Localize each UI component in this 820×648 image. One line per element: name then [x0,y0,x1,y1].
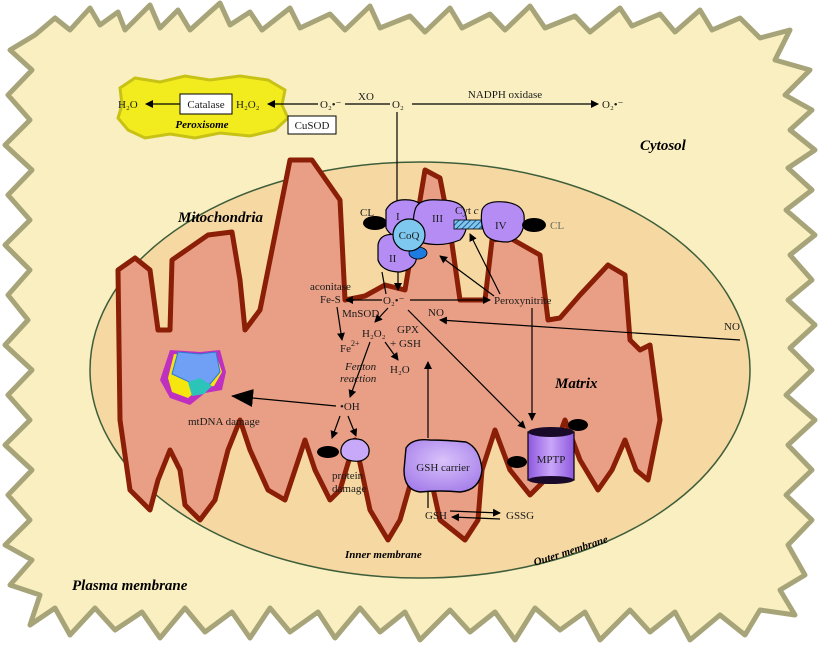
electron-transport-chain: CL I II III CoQ Cyt c IV CL [360,199,564,273]
protein-black [317,446,339,458]
cytosol-superoxide-right: O₂•⁻ [602,99,624,111]
mitochondrion: Mitochondria Matrix Inner membrane Outer… [89,157,751,579]
fe2-label: Fe2+ [340,339,360,355]
matrix-reactions: O₂•⁻ aconitase Fe-S MnSOD Fe2+ Fenton re… [160,233,741,522]
gsh-label: GSH [425,510,447,522]
cusod-box [287,115,337,135]
mitochondria-title: Mitochondria [177,210,264,226]
oh-radical-label: •OH [340,401,360,413]
matrix-title: Matrix [554,376,598,392]
complex-iv-label: IV [495,220,507,232]
cusod-label: CuSOD [295,120,330,132]
no-influx-arrow [439,316,741,341]
peroxynitrite-to-heme-arrow [439,255,495,297]
gssg-to-gsh-arrow [451,513,501,522]
peroxisome-title: Peroxisome [175,119,228,131]
matrix-h2o: H₂O [390,364,410,376]
aconitase-label: aconitase [310,281,351,293]
oh-to-protein-arrow-2 [347,415,358,437]
mptp-ligand-left [507,456,527,468]
complex-iv-shape [480,201,525,243]
protein-purple [340,438,370,462]
inner-membrane-cristae [115,157,663,543]
coq-shape [392,218,426,252]
gsh-carrier-label: GSH carrier [416,462,470,474]
cytosol-o2-label: O₂ [392,99,404,111]
fenton-label-2: reaction [340,373,377,385]
fe2-text: Fe [340,343,351,355]
complex-i-label: I [396,211,400,223]
matrix-h2o2: H₂O₂ [362,328,386,340]
cl-left-label: CL [360,207,374,219]
h2o2-to-oh-arrow [348,341,371,398]
catalase-label: Catalase [187,99,224,111]
mptp-top [528,427,574,437]
mnsod-label: MnSOD [342,308,379,320]
fes-label: Fe-S [320,294,341,306]
mtdna-damage-label: mtDNA damage [188,416,260,428]
cyt-c-label: Cyt c [455,205,479,217]
plasma-membrane-title: Plasma membrane [72,578,188,594]
coq-label: CoQ [399,230,420,242]
superoxide-to-h2o2-arrow [374,307,389,323]
cyt-c-text: Cyt [455,205,471,217]
superoxide-to-ii-line [381,271,387,295]
matrix-superoxide: O₂•⁻ [383,295,405,307]
inner-membrane-title: Inner membrane [344,549,422,561]
complex-iii-label: III [432,213,443,225]
cl-right-label: CL [550,220,564,232]
peroxynitrite-to-cytc-arrow [469,233,501,295]
protein-damage-label-2: damage [332,483,366,495]
cytosol-superoxide-left: O₂•⁻ [320,99,342,111]
cytosol-title: Cytosol [640,138,687,154]
cardiolipin-left [363,216,387,230]
gsh-plus-label: + GSH [390,338,421,350]
mptp-bottom [528,476,574,484]
mptp-channel[interactable]: MPTP [507,419,588,484]
cyt-c-italic: c [474,205,479,217]
catalase-box [179,93,233,115]
cytosol-reactions: O₂•⁻ CuSOD XO O₂ NADPH oxidase O₂•⁻ Cyto… [267,89,687,154]
cardiolipin-right [522,218,546,232]
superoxide-to-mptp-arrow [407,309,526,429]
peroxisome-h2o-label: H₂O [118,99,138,111]
complex-ii-label: II [389,253,397,265]
oh-to-mtdna-arrow [231,389,337,407]
xo-label: XO [358,91,374,103]
peroxynitrite-label: Peroxynitrite [494,295,552,307]
oh-to-protein-arrow-1 [330,415,341,439]
peroxisome: H₂O Catalase H₂O₂ Peroxisome [116,74,290,140]
peroxisome-h2o2-label: H₂O₂ [236,99,260,111]
nadph-oxidase-label: NADPH oxidase [468,89,542,101]
protein-damage-label-1: protein [332,470,364,482]
gsh-carrier-shape[interactable] [403,438,483,493]
h2o2-to-h2o-arrow [384,341,399,361]
cyt-c-shape [453,219,483,230]
mptp-label: MPTP [537,454,566,466]
gpx-label: GPX [397,324,419,336]
mtdna-teal [188,378,212,396]
no-inner-label: NO [428,307,444,319]
gsh-to-gssg-arrow [449,508,501,517]
mtdna-blob [160,350,226,405]
no-outer-label: NO [724,321,740,333]
gssg-label: GSSG [506,510,534,522]
mptp-ligand-top [568,419,588,431]
fes-to-fe2-arrow [336,306,345,341]
fe2-superscript: 2+ [351,339,360,348]
